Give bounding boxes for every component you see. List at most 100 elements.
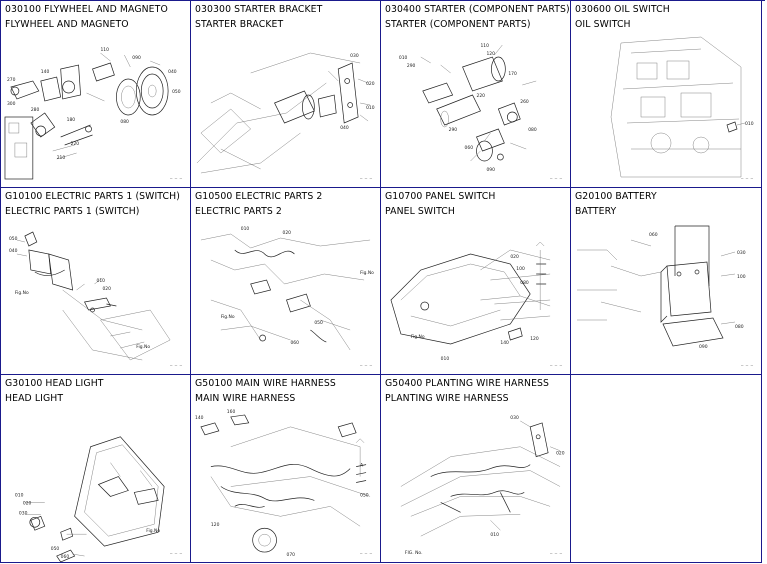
section-title: PLANTING WIRE HARNESS [385,393,509,404]
svg-text:020: 020 [556,451,565,457]
svg-text:040: 040 [168,69,177,75]
figure-reference: — — — [169,363,182,368]
svg-text:010: 010 [241,226,250,232]
figure-reference: — — — [740,176,753,181]
svg-text:020: 020 [23,500,32,506]
catalog-cell-electric-parts-2[interactable]: G10500 ELECTRIC PARTS 2 ELECTRIC PARTS 2… [191,188,381,375]
svg-text:010: 010 [15,492,24,498]
section-code: G10700 PANEL SWITCH [385,191,496,202]
svg-text:Fig.No: Fig.No [221,314,235,320]
svg-text:Fig.No: Fig.No [411,334,425,340]
svg-text:110: 110 [480,43,489,49]
section-title: STARTER BRACKET [195,19,284,30]
svg-text:060: 060 [649,232,658,238]
figure-reference: — — — [549,551,562,556]
svg-text:030: 030 [737,250,746,256]
svg-text:010: 010 [399,55,408,61]
figure-reference: — — — [169,176,182,181]
figure-reference: — — — [169,551,182,556]
section-code: G10500 ELECTRIC PARTS 2 [195,191,323,202]
figure-reference: — — — [359,363,372,368]
svg-text:260: 260 [520,99,529,105]
section-code: G50100 MAIN WIRE HARNESS [195,378,336,389]
section-title: FLYWHEEL AND MAGNETO [5,19,129,30]
svg-text:100: 100 [737,274,746,280]
catalog-cell-planting-wire-harness[interactable]: G50400 PLANTING WIRE HARNESS PLANTING WI… [381,375,571,563]
section-code: G20100 BATTERY [575,191,657,202]
svg-text:020: 020 [102,286,111,292]
svg-text:A: A [360,463,364,469]
svg-text:060: 060 [465,145,474,151]
svg-text:090: 090 [486,167,495,173]
svg-text:FIG. No.: FIG. No. [405,550,423,556]
section-title: ELECTRIC PARTS 1 (SWITCH) [5,206,140,217]
svg-text:290: 290 [407,63,416,69]
svg-text:020: 020 [283,230,292,236]
parts-diagram-thumbnail[interactable]: 010 [571,33,761,187]
svg-text:010: 010 [441,356,450,362]
svg-text:030: 030 [19,510,28,516]
catalog-cell-head-light[interactable]: G30100 HEAD LIGHT HEAD LIGHT 010 020 030 0… [1,375,191,563]
svg-text:220: 220 [71,141,80,147]
section-title: OIL SWITCH [575,19,631,30]
svg-text:010: 010 [490,532,499,538]
svg-text:140: 140 [500,340,509,346]
section-code: 030400 STARTER (COMPONENT PARTS) [385,4,570,15]
catalog-cell-panel-switch[interactable]: G10700 PANEL SWITCH PANEL SWITCH 020 100 … [381,188,571,375]
section-code: 030600 OIL SWITCH [575,4,670,15]
svg-text:120: 120 [211,522,220,528]
svg-text:060: 060 [61,554,70,560]
svg-text:060: 060 [290,340,299,346]
svg-text:080: 080 [528,127,537,133]
section-title: PANEL SWITCH [385,206,455,217]
svg-text:050: 050 [51,546,60,552]
svg-text:080: 080 [520,280,529,286]
figure-reference: — — — [359,551,372,556]
catalog-cell-empty [571,375,762,563]
svg-text:030: 030 [350,53,359,59]
section-code: G10100 ELECTRIC PARTS 1 (SWITCH) [5,191,180,202]
catalog-cell-oil-switch[interactable]: 030600 OIL SWITCH OIL SWITCH 010 — — — [571,1,762,188]
svg-text:020: 020 [510,254,519,260]
svg-text:220: 220 [476,93,485,99]
svg-text:050: 050 [172,89,181,95]
svg-text:070: 070 [286,552,295,558]
catalog-cell-flywheel-and-magneto[interactable]: 030100 FLYWHEEL AND MAGNETO FLYWHEEL AND… [1,1,191,188]
catalog-cell-main-wire-harness[interactable]: G50100 MAIN WIRE HARNESS MAIN WIRE HARNE… [191,375,381,563]
svg-text:050: 050 [314,320,323,326]
figure-reference: — — — [359,176,372,181]
svg-text:140: 140 [41,69,50,75]
section-title: HEAD LIGHT [5,393,64,404]
section-title: BATTERY [575,206,617,217]
svg-text:110: 110 [100,47,109,53]
svg-text:010: 010 [366,105,375,111]
parts-diagram-thumbnail[interactable]: 020 100 080 140 120 Fig.No 010 [381,220,570,374]
svg-text:Fig.No: Fig.No [360,270,374,276]
svg-text:050: 050 [360,492,369,498]
svg-text:210: 210 [57,155,66,161]
svg-text:080: 080 [735,324,744,330]
section-title: MAIN WIRE HARNESS [195,393,296,404]
svg-text:120: 120 [530,336,539,342]
svg-text:300: 300 [7,101,16,107]
catalog-cell-electric-parts-1-switch[interactable]: G10100 ELECTRIC PARTS 1 (SWITCH) ELECTRI… [1,188,191,375]
svg-text:100: 100 [516,266,525,272]
svg-text:010: 010 [96,278,105,284]
figure-reference: — — — [549,363,562,368]
section-code: G30100 HEAD LIGHT [5,378,104,389]
catalog-cell-starter-bracket[interactable]: 030300 STARTER BRACKET STARTER BRACKET 0… [191,1,381,188]
figure-reference: — — — [549,176,562,181]
catalog-cell-starter-component-parts[interactable]: 030400 STARTER (COMPONENT PARTS) STARTER… [381,1,571,188]
svg-text:040: 040 [9,248,18,254]
